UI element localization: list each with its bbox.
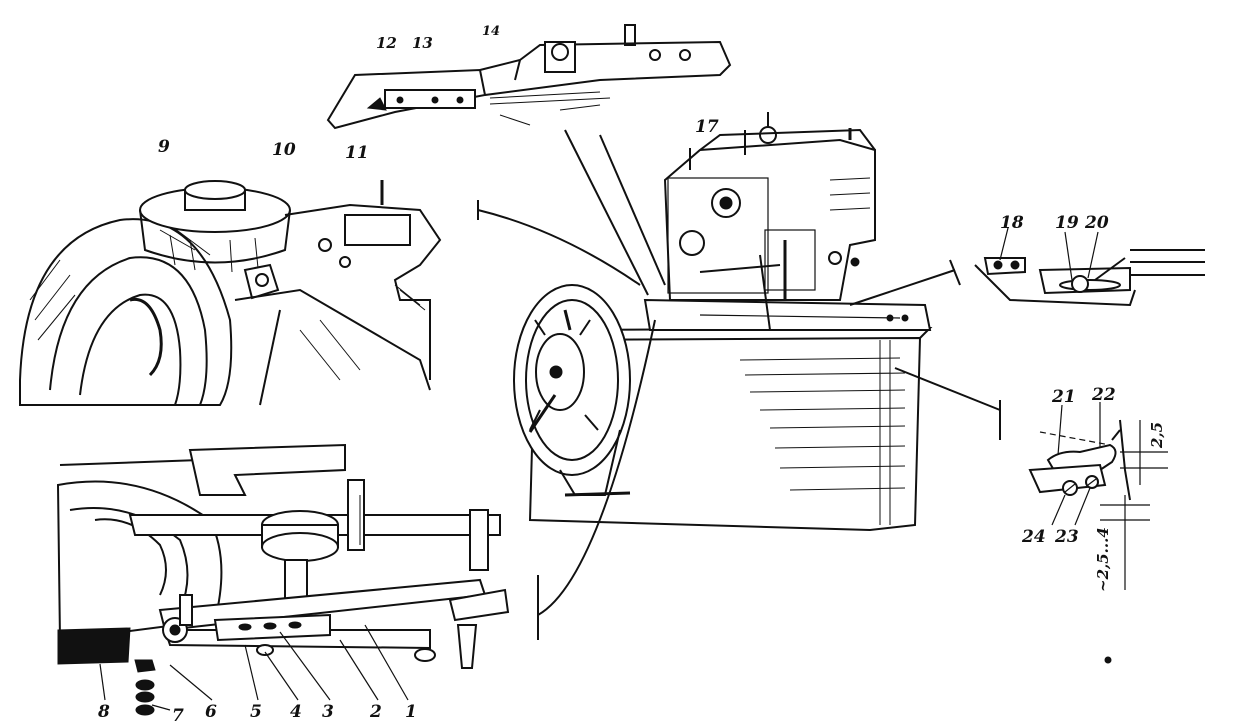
dimension-gap: 2,5 <box>1148 422 1166 449</box>
label-6: 6 <box>205 702 217 722</box>
label-17: 17 <box>695 117 719 137</box>
detail-pulley <box>19 180 442 406</box>
main-machine <box>513 112 933 532</box>
label-7: 7 <box>172 706 184 725</box>
label-19: 19 <box>1055 213 1079 233</box>
speck <box>1104 656 1112 664</box>
part-labels: 1 2 3 4 5 6 7 8 9 10 11 12 13 14 17 18 1… <box>97 24 1166 725</box>
label-21: 21 <box>1051 387 1076 407</box>
label-2: 2 <box>369 702 382 722</box>
label-1: 1 <box>405 702 417 722</box>
detail-linkage <box>56 443 510 716</box>
label-3: 3 <box>322 702 334 722</box>
detail-needle-plate <box>974 227 1205 307</box>
label-10: 10 <box>272 140 296 160</box>
label-14: 14 <box>482 24 500 39</box>
label-24: 24 <box>1021 527 1046 547</box>
label-22: 22 <box>1091 385 1116 405</box>
label-8: 8 <box>97 702 110 722</box>
label-12: 12 <box>376 34 397 52</box>
label-4: 4 <box>290 702 302 722</box>
label-11: 11 <box>345 143 369 163</box>
label-23: 23 <box>1054 527 1079 547</box>
label-18: 18 <box>1000 213 1024 233</box>
detail-presser-foot <box>326 24 732 130</box>
callout-lines <box>477 129 1001 640</box>
dimension-range: ~2,5...4 <box>1094 527 1112 592</box>
label-20: 20 <box>1084 213 1109 233</box>
label-13: 13 <box>412 34 433 52</box>
detail-hook <box>1028 402 1168 590</box>
label-5: 5 <box>250 702 262 722</box>
label-9: 9 <box>158 137 170 157</box>
